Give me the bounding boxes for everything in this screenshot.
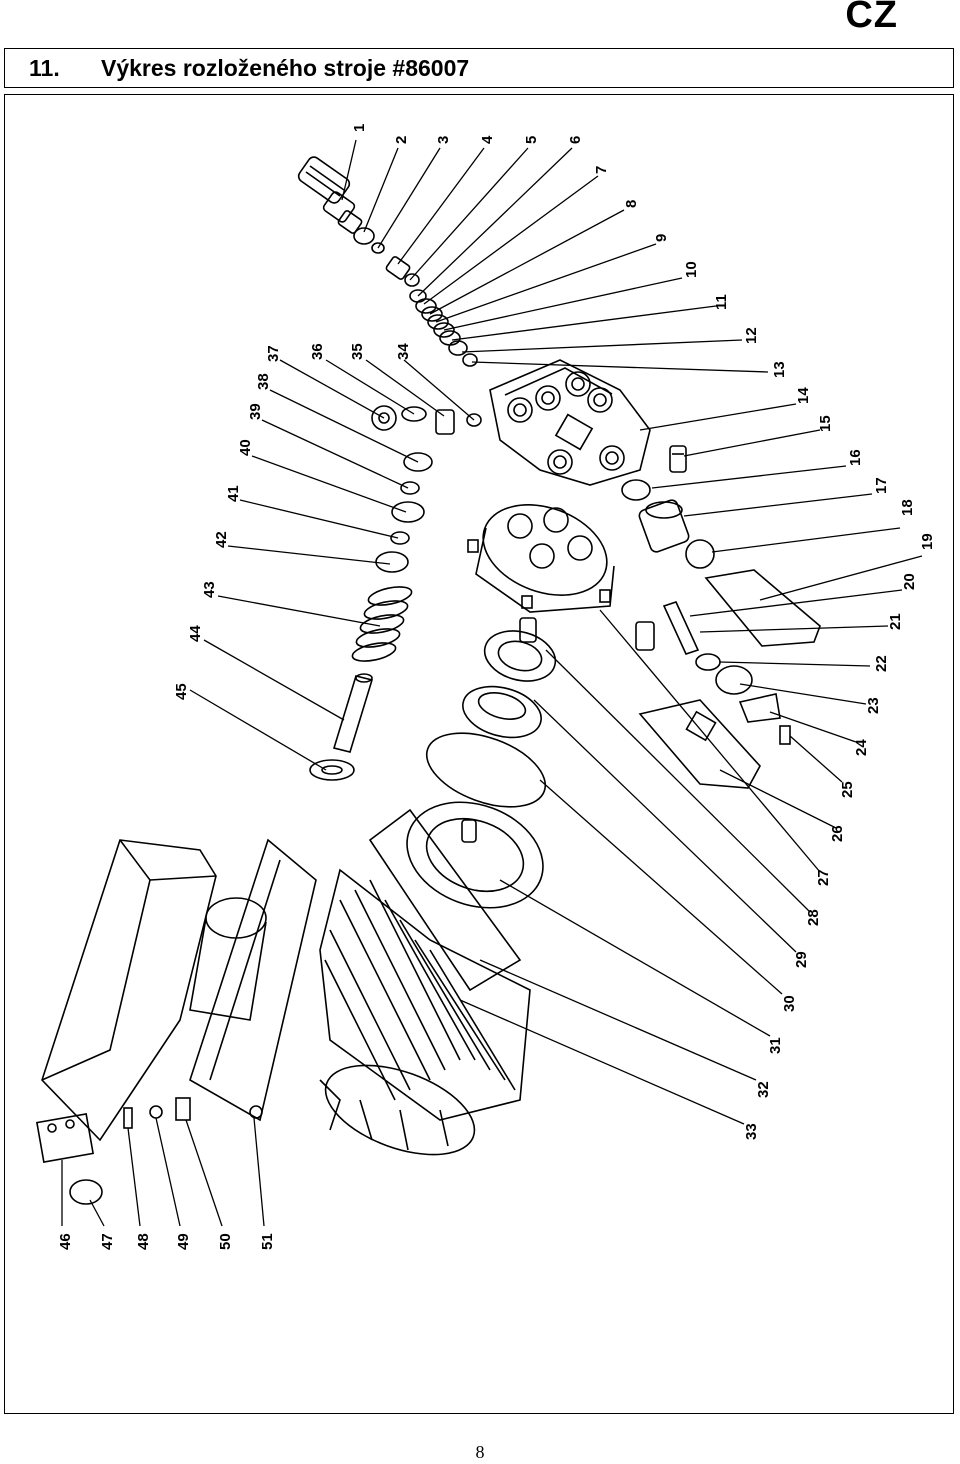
unloader-spring: [351, 586, 413, 662]
cylinder-housing: [467, 504, 615, 613]
part-label-9: 9: [653, 234, 670, 242]
part-label-4: 4: [479, 135, 496, 144]
small-washer: [149, 1105, 163, 1119]
part-label-22: 22: [873, 655, 890, 672]
part-label-33: 33: [743, 1123, 760, 1140]
part-label-18: 18: [899, 499, 916, 516]
part-label-6: 6: [567, 136, 584, 144]
part-label-31: 31: [767, 1037, 784, 1054]
filter-screen: [685, 539, 715, 569]
piston-rod: [332, 673, 374, 753]
bearing-part: [715, 665, 753, 695]
part-label-14: 14: [795, 387, 812, 404]
section-title-bar: 11. Výkres rozloženého stroje #86007: [4, 48, 954, 88]
part-label-48: 48: [135, 1233, 152, 1250]
part-label-19: 19: [919, 533, 936, 550]
section-title: Výkres rozloženého stroje #86007: [101, 55, 470, 81]
frame-bolt: [249, 1105, 263, 1119]
part-label-30: 30: [781, 995, 798, 1012]
part-label-27: 27: [815, 869, 832, 886]
ring-part: [621, 479, 651, 501]
cable-gland: [69, 1179, 103, 1205]
large-o-ring: [425, 732, 547, 808]
mounting-frame: [189, 838, 317, 1122]
spring-part-upper: [415, 298, 478, 367]
part-label-51: 51: [259, 1233, 276, 1250]
o-ring: [695, 653, 721, 671]
part-label-25: 25: [839, 781, 856, 798]
part-label-2: 2: [393, 136, 410, 144]
swash-plate: [483, 617, 557, 682]
part-label-38: 38: [255, 373, 272, 390]
part-label-15: 15: [817, 415, 834, 432]
switch-lever: [738, 693, 781, 723]
part-label-50: 50: [217, 1233, 234, 1250]
part-label-49: 49: [175, 1233, 192, 1250]
part-label-34: 34: [395, 343, 412, 360]
switch-box: [638, 699, 761, 789]
quick-coupler-part: [297, 156, 363, 234]
motor-assembly: [319, 801, 544, 1156]
part-label-40: 40: [237, 439, 254, 456]
part-label-35: 35: [349, 343, 366, 360]
part-label-46: 46: [57, 1233, 74, 1250]
bolt-part: [669, 445, 687, 473]
part-label-21: 21: [887, 613, 904, 630]
screw-terminal: [123, 1107, 133, 1129]
part-label-26: 26: [829, 825, 846, 842]
drawing-frame: [4, 94, 954, 1414]
shaft-pin: [662, 601, 700, 655]
part-label-36: 36: [309, 343, 326, 360]
part-label-41: 41: [225, 485, 242, 502]
part-label-7: 7: [593, 166, 610, 174]
part-label-44: 44: [187, 625, 204, 642]
fitting-part: [638, 499, 690, 553]
part-label-37: 37: [265, 345, 282, 362]
part-label-8: 8: [623, 200, 640, 208]
bearing-housing: [462, 685, 542, 739]
part-label-11: 11: [713, 294, 730, 310]
part-labels: 1 2 3 4 5 6 7 8 9 10 11 12 13 14 15 16 1…: [57, 124, 936, 1250]
part-label-42: 42: [213, 531, 230, 548]
part-label-24: 24: [853, 739, 870, 756]
terminal-box-cover: [41, 839, 217, 1142]
part-label-47: 47: [99, 1233, 116, 1250]
pump-manifold: [489, 359, 651, 486]
part-label-1: 1: [351, 124, 368, 132]
switch-block: [35, 1113, 95, 1163]
part-label-28: 28: [805, 909, 822, 926]
part-label-10: 10: [683, 261, 700, 278]
part-label-12: 12: [743, 327, 760, 344]
section-number: 11.: [29, 55, 60, 81]
part-label-23: 23: [865, 697, 882, 714]
part-label-13: 13: [771, 361, 788, 378]
clamp-part: [175, 1097, 191, 1121]
part-label-45: 45: [173, 683, 190, 700]
leader-lines: [61, 139, 923, 1227]
cover-plate: [704, 569, 821, 647]
part-label-5: 5: [523, 136, 540, 144]
part-label-32: 32: [755, 1081, 772, 1098]
small-spring: [779, 725, 791, 745]
part-label-39: 39: [247, 403, 264, 420]
small-seal-parts: [353, 227, 427, 303]
language-code: CZ: [845, 0, 898, 36]
part-label-3: 3: [435, 136, 452, 144]
washer: [309, 759, 355, 781]
part-label-17: 17: [873, 477, 890, 494]
capacitor: [189, 897, 267, 1021]
part-label-29: 29: [793, 951, 810, 968]
part-label-16: 16: [847, 449, 864, 466]
part-label-20: 20: [901, 573, 918, 590]
unloader-parts: [371, 405, 482, 573]
part-label-43: 43: [201, 581, 218, 598]
page-number: 8: [475, 1442, 485, 1462]
screw-part: [635, 621, 655, 651]
